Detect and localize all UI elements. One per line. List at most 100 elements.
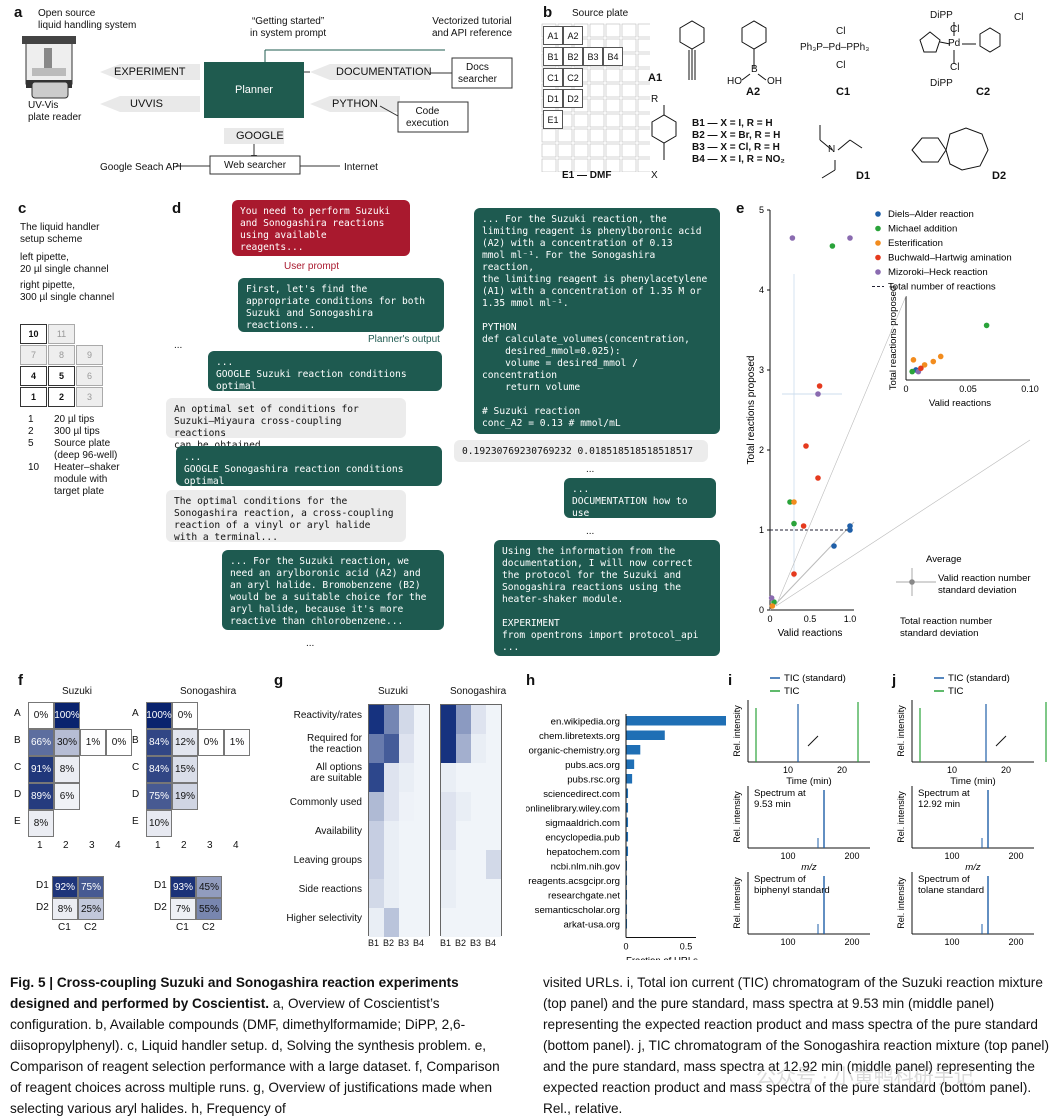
url-bar [626, 846, 629, 856]
heatmap-cell: 66% [28, 729, 54, 756]
plate-well [605, 98, 621, 113]
d-col-label: C1 [58, 922, 71, 933]
reason-label: Reactivity/rates [293, 710, 362, 721]
uvvis-label: UV-Vis plate reader [28, 100, 82, 123]
heatmap-cell [456, 821, 471, 850]
plate-well [605, 83, 621, 98]
col-label: 1 [37, 840, 43, 851]
url-bar [626, 788, 629, 798]
heatmap-cell [471, 908, 486, 937]
boron-atom: B [751, 64, 758, 75]
url-label: hepatochem.com [546, 847, 620, 858]
figure-caption-left: Fig. 5 | Cross-coupling Suzuki and Sonog… [10, 972, 510, 1119]
heatmap-cell [486, 705, 501, 734]
key-total-sd-label: Total reaction number [900, 616, 993, 627]
data-point [800, 523, 807, 529]
col-label: B4 [413, 938, 425, 948]
y-tick-label: 4 [759, 285, 764, 295]
inset-x-tick: 0 [903, 384, 908, 394]
plate-well [573, 143, 589, 158]
heatmap-cell [486, 908, 501, 937]
url-bar [626, 904, 628, 914]
heatmap-cell-d: 8% [52, 898, 78, 920]
plate-well [637, 23, 650, 38]
heatmap-cell [441, 734, 456, 763]
plate-well [637, 158, 650, 172]
heatmap-cell: 15% [172, 756, 198, 783]
reason-label: Leaving groups [293, 855, 362, 866]
left-pipette: left pipette, 20 µl single channel [20, 252, 109, 275]
d-row-label: D1 [36, 880, 49, 891]
plate-well [589, 98, 605, 113]
heatmap-cell [399, 705, 414, 734]
heatmap-cell: 0% [106, 729, 132, 756]
data-point [815, 391, 821, 397]
plate-well [589, 83, 605, 98]
spectrum-label: 12.92 min [918, 799, 960, 810]
deck-legend-number: 2 [28, 426, 34, 437]
heatmap-cell [369, 879, 384, 908]
deck-slot-7: 7 [20, 345, 47, 365]
time-tick: 10 [783, 765, 793, 775]
row-label: A [14, 708, 21, 719]
reason-label: Availability [314, 826, 362, 837]
data-point [791, 571, 797, 577]
col-label: B1 [440, 938, 452, 948]
heatmap-cell [414, 763, 429, 792]
heatmap-cell [471, 734, 486, 763]
c2-cl-top: Cl [950, 24, 960, 35]
python-output: 0.19230769230769232 0.018518518518518517 [454, 440, 708, 462]
legend-marker [875, 254, 881, 261]
col-label: B3 [398, 938, 410, 948]
heatmap-cell [456, 705, 471, 734]
search-result-sonogashira: The optimal conditions for the Sonogashi… [166, 490, 406, 543]
y-axis-label: Total reactions proposed [746, 356, 757, 465]
col-label: 3 [207, 840, 213, 851]
plate-well [637, 128, 650, 143]
plate-well [621, 38, 637, 53]
compound-d1: D1 [856, 170, 871, 182]
heatmap-cell: 8% [54, 756, 80, 783]
heatmap-cell [441, 821, 456, 850]
planner-bubble-documentation: ... DOCUMENTATION how to use heater-shak… [564, 478, 716, 531]
heatmap-cell: 0% [198, 729, 224, 756]
heatmap-cell: 89% [28, 783, 54, 810]
heatmap-cell [471, 879, 486, 908]
heatmap-cell [414, 879, 429, 908]
well-a1: A1 [543, 26, 563, 45]
deck-legend-text: 20 µl tips [54, 414, 95, 425]
time-tick: 20 [837, 765, 847, 775]
heatmap-cell [384, 879, 399, 908]
legend-label: TIC (standard) [784, 673, 846, 684]
col-label: 3 [89, 840, 95, 851]
col-label: B2 [383, 938, 395, 948]
deck-legend-number: 10 [28, 462, 40, 473]
url-label: ncbi.nlm.nih.gov [551, 861, 621, 872]
well-b1: B1 [543, 47, 563, 66]
url-bar [626, 919, 628, 929]
deck-legend-number: 5 [28, 438, 34, 449]
panel-label-a: a [14, 4, 23, 21]
row-label: B [14, 735, 21, 746]
planner-bubble-experiment: Using the information from the documenta… [494, 540, 720, 656]
plate-well [605, 128, 621, 143]
plate-well [557, 143, 573, 158]
ellipsis-4: ... [586, 526, 595, 537]
col-label: B1 [368, 938, 380, 948]
reason-label: Required for the reaction [306, 733, 362, 755]
heatmap-cell [369, 792, 384, 821]
inset-x-label: Valid reactions [929, 398, 991, 409]
ellipsis-3: ... [586, 464, 595, 475]
heatmap-cell: 0% [172, 702, 198, 729]
heatmap-cell [456, 763, 471, 792]
col-label: B2 [455, 938, 467, 948]
plate-well [557, 158, 573, 172]
compound-c2: C2 [976, 86, 991, 98]
heatmap-cell [456, 734, 471, 763]
y-tick-label: 3 [759, 365, 764, 375]
well-c2: C2 [563, 68, 583, 87]
plate-well [605, 23, 621, 38]
inset-point [983, 322, 990, 329]
data-point [791, 499, 797, 505]
